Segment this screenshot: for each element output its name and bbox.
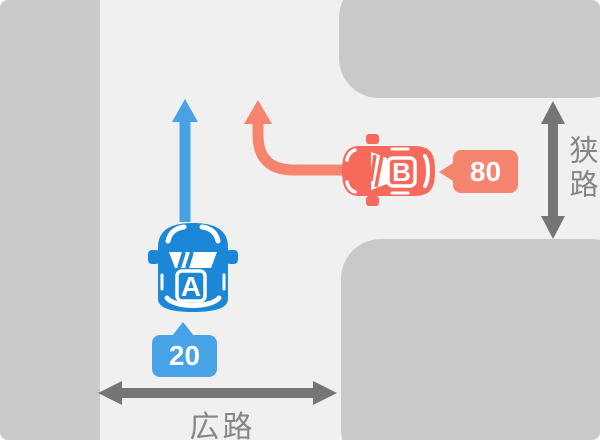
car-b-mirror-bottom [366,196,379,206]
car-a-badge-pointer [172,322,194,336]
car-b-windshield-stripes [369,154,384,188]
car-b-rear-window [423,154,430,188]
roadside-block-left [0,0,100,440]
car-a-letter: A [181,271,201,302]
car-b-front-window-bottom [345,180,357,194]
wide-road-label: 広路 [189,411,256,440]
car-a-mirror-right [226,250,238,264]
car-a-rear-window [164,295,222,308]
car-b-direction-arrow [244,100,346,176]
car-b-front-window-top [345,148,357,162]
car-a-fault-badge: 20 [152,322,217,377]
car-b-fault-badge: 80 [439,150,518,193]
car-a-icon: A [148,223,238,312]
car-b-icon: B [342,134,435,206]
roadside-block-bottom-right [341,239,600,440]
car-a-fault-value: 20 [168,340,201,371]
car-b-badge-pointer [439,163,453,181]
car-b-mirror-top [366,134,379,144]
car-a-front-window-right [199,224,221,244]
car-a-windshield-stripes [177,251,194,269]
roadside-block-top-right [339,0,600,98]
car-a-label-plate [175,269,207,303]
car-b-fault-value: 80 [469,155,502,187]
car-b-label-plate [386,156,417,188]
narrow-road-label: 狭路 [565,135,597,203]
car-b-letter: B [392,157,411,187]
car-b-door-lines [390,147,410,195]
wide-road-width-arrow [98,381,337,405]
car-a-door-lines [160,273,226,291]
car-a-mirror-left [148,250,160,264]
narrow-road-width-arrow [541,101,565,239]
car-a-front-window-left [165,224,187,244]
car-a-direction-arrow [172,99,198,222]
